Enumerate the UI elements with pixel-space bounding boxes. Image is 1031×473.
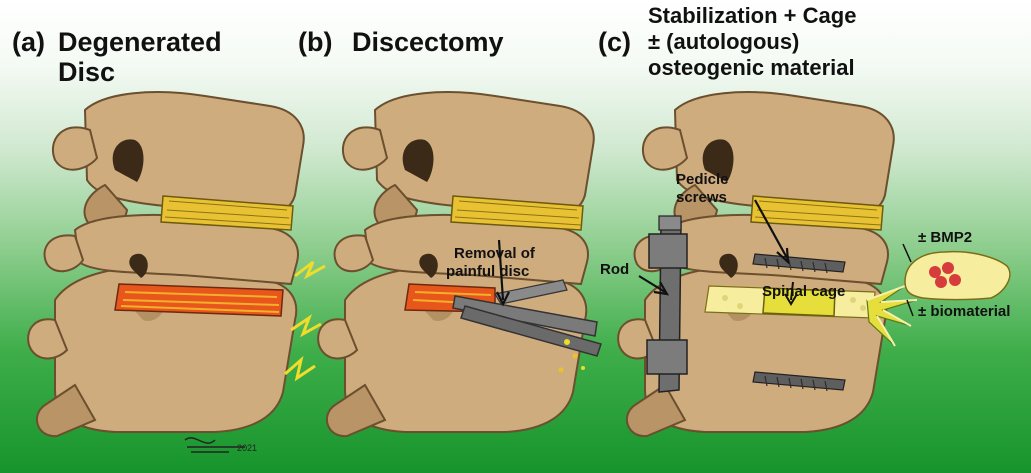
pedicle-label-line2: screws xyxy=(676,190,727,206)
signature-text: 2021 xyxy=(237,443,257,453)
panel-a-title-line1: Degenerated xyxy=(58,28,222,57)
cage-label: Spinal cage xyxy=(762,284,845,300)
panel-b-title: Discectomy xyxy=(352,28,504,57)
panel-c-title-line1: Stabilization + Cage xyxy=(648,4,856,28)
removal-label-line2: painful disc xyxy=(446,264,529,280)
bmp2-label: ± BMP2 xyxy=(918,230,972,246)
pedicle-label-line1: Pedicle xyxy=(676,172,729,188)
rod-label: Rod xyxy=(600,262,629,278)
panel-a-spine: 2021 xyxy=(28,92,325,453)
panel-a-title-line2: Disc xyxy=(58,58,115,87)
panel-c-spine xyxy=(618,92,1010,436)
panel-b-letter: (b) xyxy=(298,28,332,57)
panel-c-title-line3: osteogenic material xyxy=(648,56,855,80)
panel-c-letter: (c) xyxy=(598,28,631,57)
panel-c-title-line2: ± (autologous) xyxy=(648,30,799,54)
biomaterial-label: ± biomaterial xyxy=(918,304,1010,320)
panel-a-letter: (a) xyxy=(12,28,45,57)
removal-label-line1: Removal of xyxy=(454,246,535,262)
